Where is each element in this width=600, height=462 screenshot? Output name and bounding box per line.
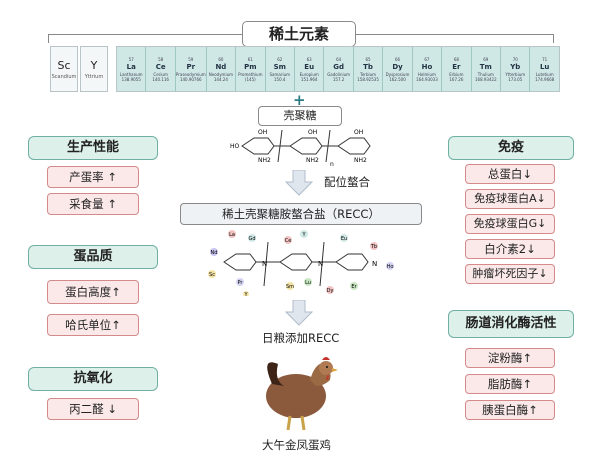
svg-text:N: N <box>262 260 267 268</box>
ho-label: HO <box>230 143 240 150</box>
bird-label: 大午金凤蛋鸡 <box>262 438 331 452</box>
page-title: 稀土元素 <box>242 21 356 47</box>
chelation-label: 配位螯合 <box>324 175 370 189</box>
svg-text:Er: Er <box>351 284 357 290</box>
item-il2: 白介素2↓ <box>465 239 555 259</box>
chitosan-structure: HO OH OH OH NH2 NH2 NH2 n <box>230 129 371 168</box>
element-sc: Sc Scandium <box>50 46 78 92</box>
chicken-illustration <box>266 357 338 431</box>
svg-text:Tb: Tb <box>370 244 377 250</box>
svg-text:Gd: Gd <box>248 236 255 242</box>
item-total-protein: 总蛋白↓ <box>465 164 555 184</box>
nh2-label-2: NH2 <box>306 157 319 164</box>
svg-text:Lu: Lu <box>305 280 311 286</box>
svg-text:Dy: Dy <box>327 288 334 294</box>
svg-text:N: N <box>372 260 377 268</box>
svg-text:Sm: Sm <box>286 284 294 290</box>
svg-text:Y: Y <box>301 232 306 238</box>
item-trypsin: 胰蛋白酶↑ <box>465 400 555 420</box>
item-laying-rate: 产蛋率 ↑ <box>47 166 139 188</box>
section-egg-quality: 蛋品质 <box>28 245 158 269</box>
svg-text:N: N <box>318 260 323 268</box>
oh-label-3: OH <box>354 129 363 136</box>
section-immunity: 免疫 <box>448 136 574 160</box>
oh-label-2: OH <box>308 129 317 136</box>
feed-label: 日粮添加RECC <box>262 331 340 345</box>
section-digestive-enzymes: 肠道消化酶活性 <box>448 310 574 338</box>
svg-text:Pr: Pr <box>238 280 244 286</box>
plus-sign: + <box>293 91 306 109</box>
arrow-down-2 <box>284 300 314 326</box>
item-igg: 免疫球蛋白G↓ <box>465 214 555 234</box>
recc-structure: La Nd Sc Pr Gd Ce Y Sm Lu Eu Tb Ho Er Y … <box>208 230 394 296</box>
nh2-label-3: NH2 <box>354 157 367 164</box>
section-production: 生产性能 <box>28 136 158 160</box>
item-feed-intake: 采食量 ↑ <box>47 193 139 215</box>
n-label: n <box>330 161 334 168</box>
arrow-down-1 <box>284 170 314 196</box>
section-antioxidant: 抗氧化 <box>28 367 158 391</box>
chitosan-label: 壳聚糖 <box>258 106 342 126</box>
item-mda: 丙二醛 ↓ <box>47 398 139 420</box>
svg-text:Eu: Eu <box>341 236 347 242</box>
item-iga: 免疫球蛋白A↓ <box>465 189 555 209</box>
nh2-label-1: NH2 <box>258 157 271 164</box>
recc-title: 稀土壳聚糖胺螯合盐（RECC） <box>180 203 422 225</box>
item-lipase: 脂肪酶↑ <box>465 374 555 394</box>
svg-text:Ce: Ce <box>285 238 292 244</box>
item-amylase: 淀粉酶↑ <box>465 348 555 368</box>
item-tnf: 肿瘤坏死因子↓ <box>465 264 555 284</box>
element-y: Y Yttrium <box>80 46 108 92</box>
svg-text:Ho: Ho <box>387 264 394 270</box>
svg-text:La: La <box>229 232 235 238</box>
svg-text:Sc: Sc <box>209 272 215 278</box>
oh-label-1: OH <box>258 129 267 136</box>
item-albumen-height: 蛋白高度↑ <box>47 280 139 304</box>
svg-text:Y: Y <box>243 292 248 296</box>
item-haugh-unit: 哈氏单位↑ <box>47 314 139 336</box>
svg-text:Nd: Nd <box>211 250 218 256</box>
